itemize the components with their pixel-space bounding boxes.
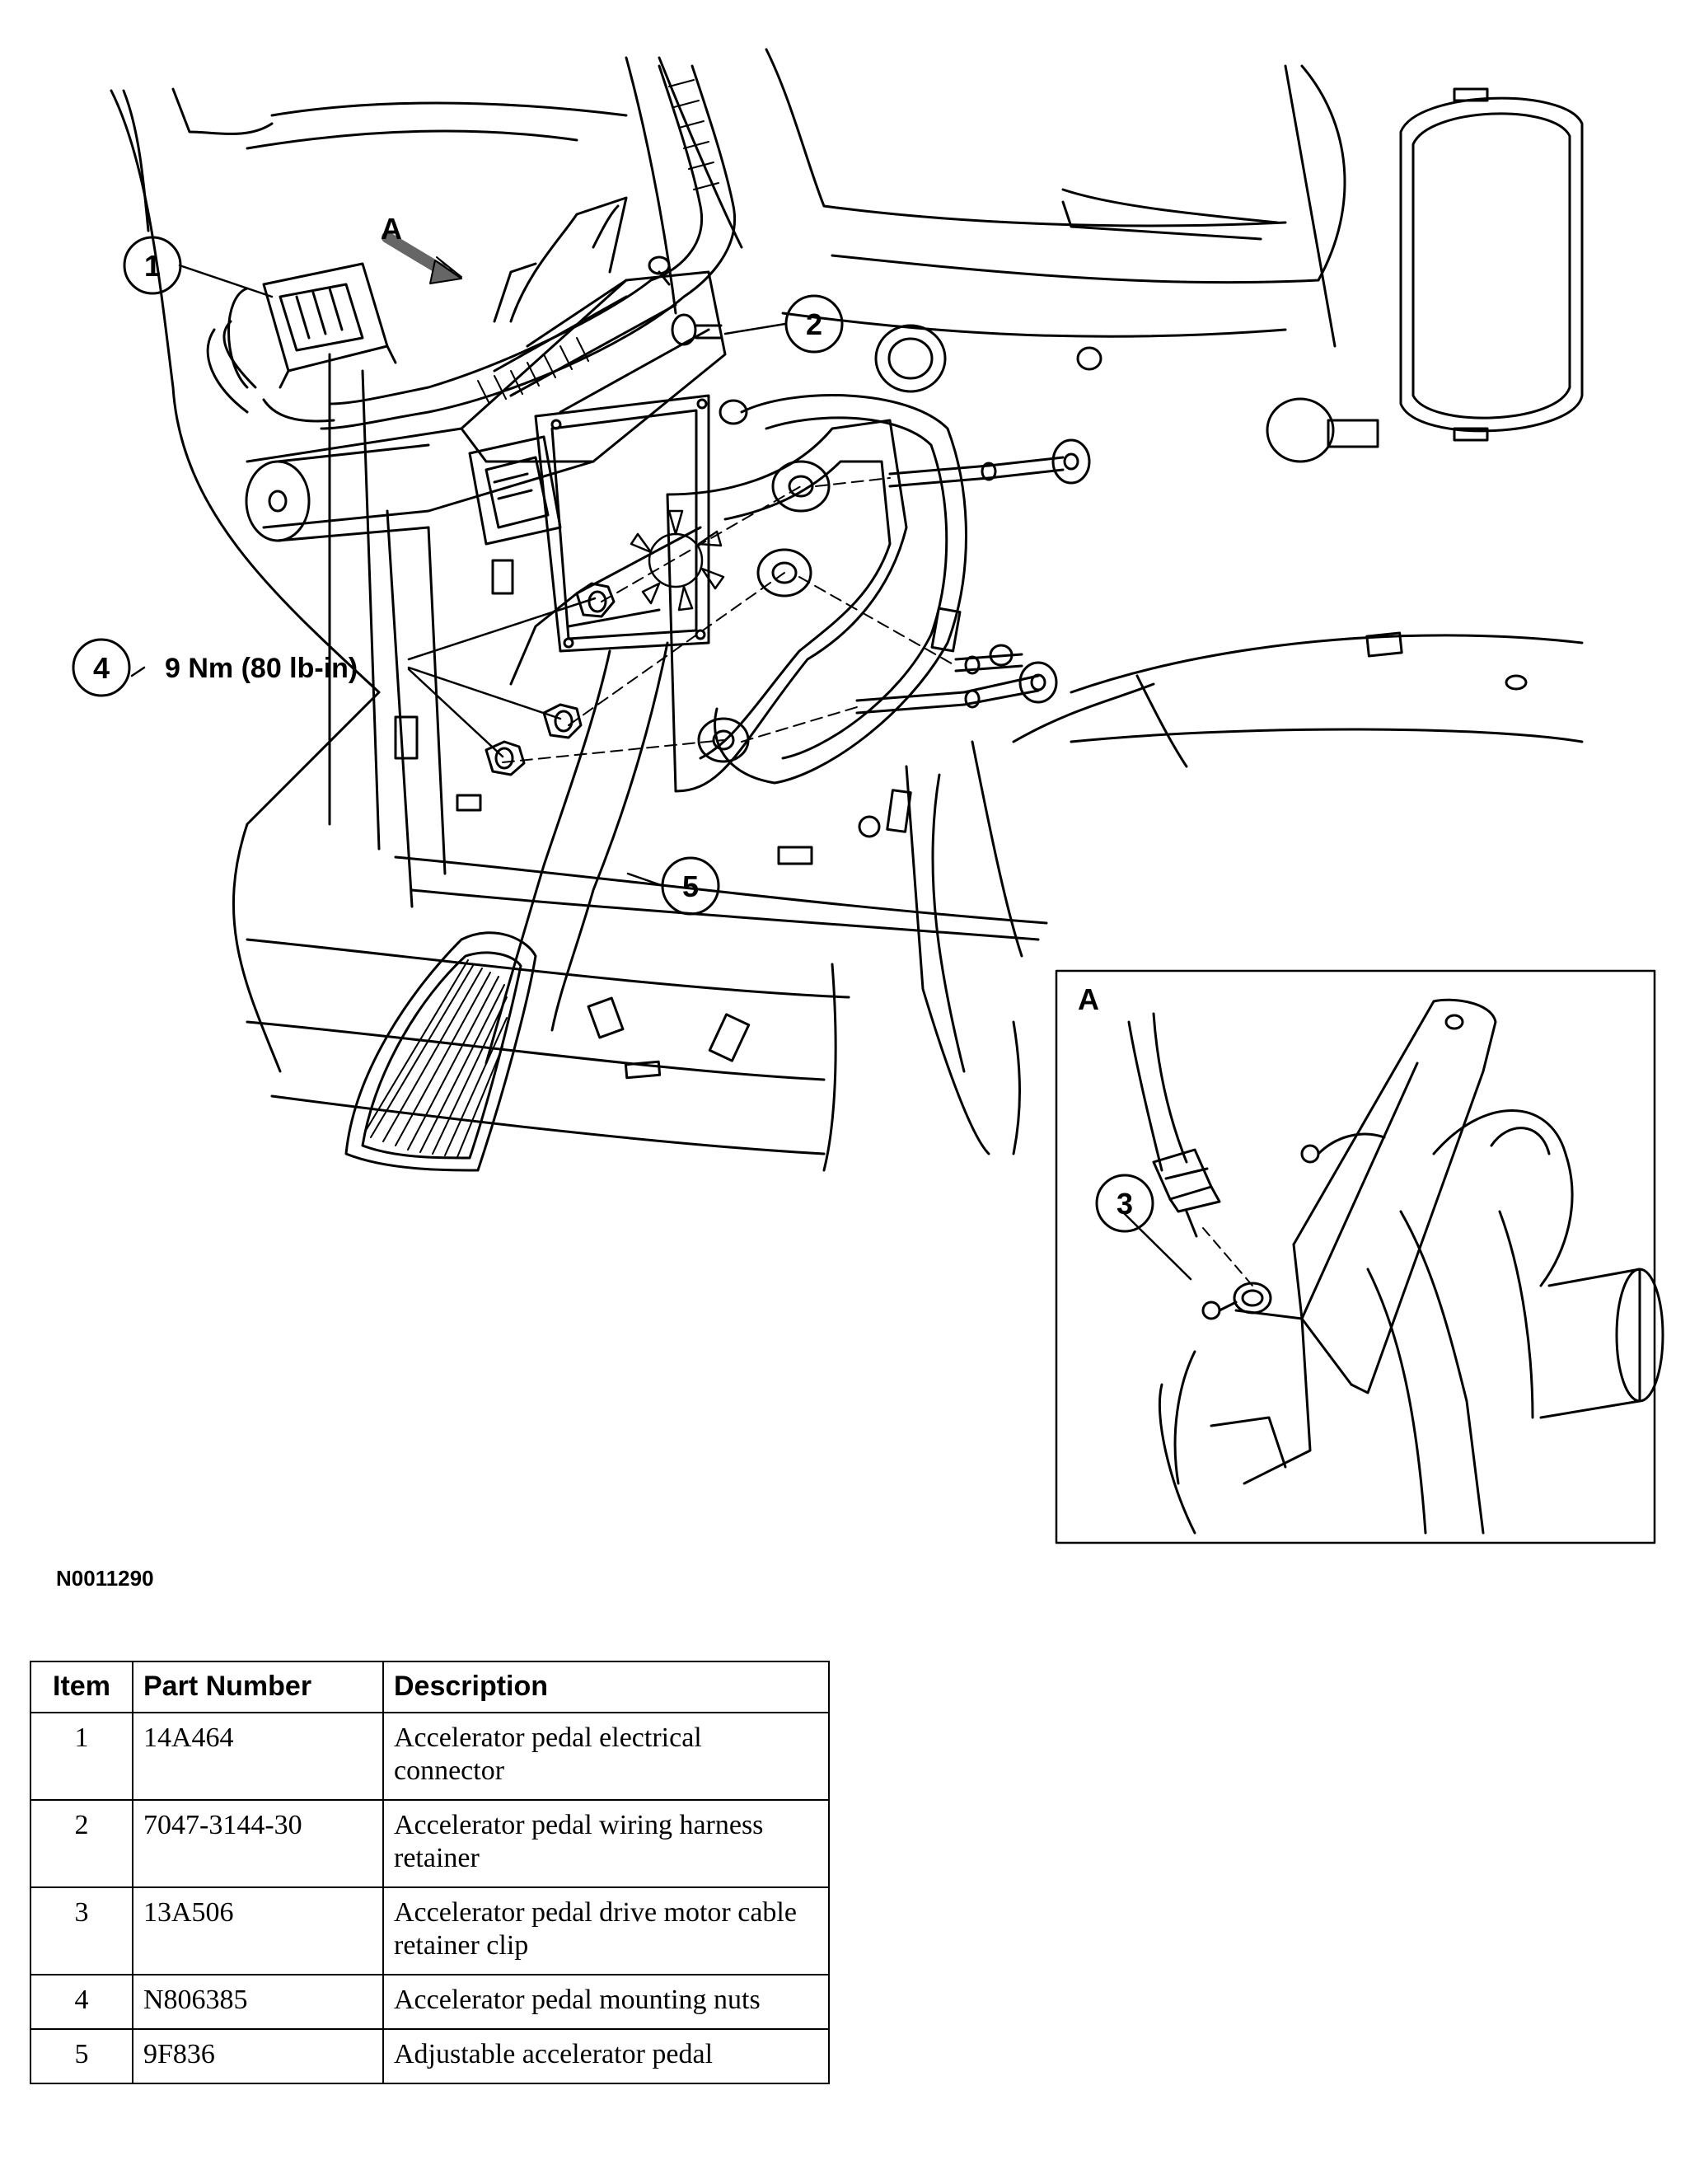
cell-item: 2	[30, 1799, 133, 1888]
callout-4: 4	[72, 638, 131, 697]
pedal-pad	[344, 931, 537, 1172]
mounting-studs	[855, 438, 1091, 715]
pedal-pad-ribs	[366, 959, 508, 1158]
cell-item: 5	[30, 2028, 133, 2084]
detail-view-a: A	[1055, 969, 1664, 1544]
pedal-sprocket	[630, 509, 725, 612]
cell-item: 3	[30, 1886, 133, 1975]
stud-centerlines	[502, 477, 957, 763]
round-plug	[1266, 397, 1379, 463]
table-row: 4 N806385 Accelerator pedal mounting nut…	[30, 1974, 830, 2030]
figure-id: N0011290	[56, 1566, 154, 1591]
svg-text:4: 4	[93, 651, 110, 685]
cell-item: 4	[30, 1974, 133, 2030]
cell-part-number: N806385	[132, 1974, 384, 2030]
table-row: 2 7047-3144-30 Accelerator pedal wiring …	[30, 1799, 830, 1888]
header-part-number: Part Number	[132, 1661, 384, 1713]
torque-spec: 9 Nm (80 lb-in)	[165, 653, 358, 684]
drive-motor-housing	[246, 270, 727, 529]
module-connector	[468, 435, 562, 546]
bracket-holes	[697, 460, 831, 763]
callout-3: 3	[1095, 1174, 1154, 1233]
mounting-plate	[714, 394, 967, 785]
callout-leaders	[130, 264, 1192, 1281]
dash-panel-outline	[110, 48, 1584, 1172]
drive-motor-cylinder	[245, 443, 430, 542]
upper-bracket	[493, 196, 628, 323]
mounting-nuts	[485, 582, 616, 776]
wiring-harness-retainer	[648, 255, 723, 346]
table-header-row: Item Part Number Description	[30, 1661, 830, 1713]
table-row: 3 13A506 Accelerator pedal drive motor c…	[30, 1886, 830, 1975]
cell-description: Accelerator pedal electrical connector	[382, 1712, 830, 1801]
svg-text:5: 5	[682, 869, 699, 903]
cell-part-number: 9F836	[132, 2028, 384, 2084]
accelerator-pedal-diagram: A 1 2 3 4 5 9 Nm (80 lb-in) A	[72, 48, 1664, 1544]
view-arrow-label: A	[381, 212, 402, 246]
view-arrow	[382, 232, 462, 284]
svg-text:3: 3	[1117, 1187, 1133, 1221]
parts-table: Item Part Number Description 1 14A464 Ac…	[30, 1661, 830, 2084]
callout-5: 5	[661, 856, 720, 916]
cell-description: Accelerator pedal drive motor cable reta…	[382, 1886, 830, 1975]
cell-item: 1	[30, 1712, 133, 1801]
svg-text:2: 2	[806, 307, 822, 341]
body-holes	[394, 346, 1528, 1080]
table-row: 5 9F836 Adjustable accelerator pedal	[30, 2028, 830, 2084]
svg-text:1: 1	[144, 249, 161, 283]
cell-description: Accelerator pedal mounting nuts	[382, 1974, 830, 2030]
cell-description: Accelerator pedal wiring harness retaine…	[382, 1799, 830, 1888]
cell-description: Adjustable accelerator pedal	[382, 2028, 830, 2084]
pedal-module-box	[534, 394, 710, 653]
grommet	[874, 324, 947, 393]
access-cover	[1399, 87, 1584, 442]
callout-2: 2	[784, 294, 844, 354]
harness-tape	[477, 79, 719, 405]
cell-part-number: 7047-3144-30	[132, 1799, 384, 1888]
detail-view-label: A	[1078, 982, 1099, 1016]
cell-part-number: 14A464	[132, 1712, 384, 1801]
callout-1: 1	[123, 236, 182, 295]
electrical-connector	[227, 262, 397, 389]
header-item: Item	[30, 1661, 133, 1713]
header-description: Description	[382, 1661, 830, 1713]
cell-part-number: 13A506	[132, 1886, 384, 1975]
table-row: 1 14A464 Accelerator pedal electrical co…	[30, 1712, 830, 1801]
